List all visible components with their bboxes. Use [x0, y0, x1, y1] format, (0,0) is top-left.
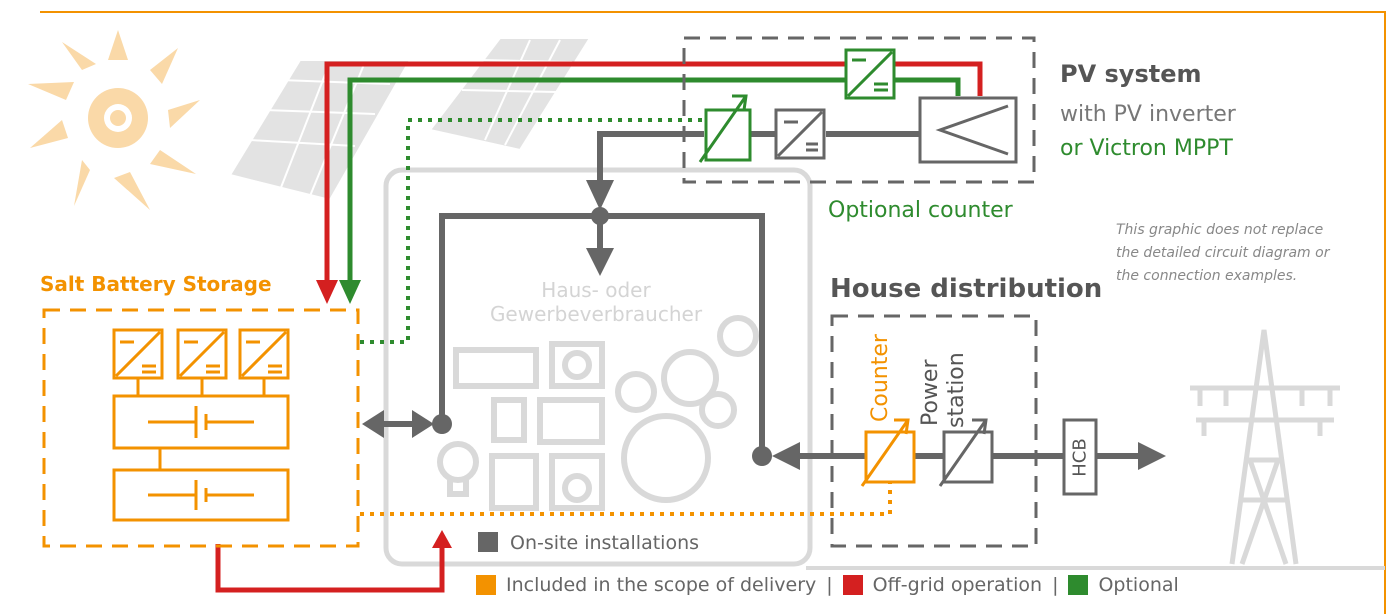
legend-separator: | — [1052, 574, 1059, 596]
legend-swatch-delivery — [476, 575, 496, 595]
sun-icon — [28, 30, 200, 210]
offgrid-line — [324, 61, 983, 296]
gear-icon — [621, 413, 711, 503]
legend-label-offgrid: Off-grid operation — [872, 574, 1043, 596]
legend-separator: | — [826, 574, 833, 596]
house-distribution-title: House distribution — [830, 274, 1103, 304]
disclaimer-line-2: the detailed circuit diagram or — [1116, 245, 1330, 261]
counter-icon — [864, 430, 916, 484]
station-label: station — [944, 352, 969, 428]
hcb-label: HCB — [1069, 437, 1091, 477]
optional-dotted-line — [360, 118, 704, 344]
optional-counter-label: Optional counter — [828, 198, 1013, 223]
lightbulb-icon — [437, 441, 479, 483]
legend-swatch-offgrid — [842, 575, 863, 595]
pv-system-subtitle: with PV inverter — [1060, 102, 1236, 127]
fridge-icon — [491, 397, 527, 443]
counter-dotted-line — [360, 482, 892, 516]
power-label: Power — [918, 359, 943, 426]
outer-frame — [40, 11, 1386, 614]
onsite-label: On-site installations — [510, 532, 700, 554]
pv-system-box — [682, 36, 1036, 184]
legend: Included in the scope of delivery | Off-… — [476, 574, 1179, 596]
pv-system-title: PV system — [1060, 60, 1202, 88]
house-distribution-box — [830, 314, 1038, 548]
hcb-box — [1062, 418, 1098, 496]
legend-swatch-optional — [1068, 575, 1089, 595]
optional-counter-icon — [704, 108, 752, 162]
washer-icon — [549, 341, 605, 389]
legend-label-optional: Optional — [1098, 574, 1179, 596]
hcb-label-box: HCB — [1064, 420, 1096, 494]
microwave-icon — [537, 397, 605, 445]
power-pylon-icon — [1190, 329, 1340, 565]
counter-label: Counter — [868, 334, 893, 422]
disclaimer-line-3: the connection examples. — [1116, 268, 1298, 284]
battery-icon — [112, 328, 290, 522]
pv-system-mppt: or Victron MPPT — [1060, 136, 1233, 161]
consumer-label-2: Gewerbeverbraucher — [489, 302, 703, 326]
offgrid-return-line — [215, 544, 445, 593]
salt-battery-title: Salt Battery Storage — [40, 272, 272, 296]
tv-icon — [453, 347, 539, 389]
pv-ac-line — [597, 131, 920, 196]
legend-label-delivery: Included in the scope of delivery — [506, 574, 817, 596]
dryer-icon — [549, 453, 605, 511]
optional-line — [347, 77, 961, 296]
disclaimer-line-1: This graphic does not replace — [1116, 222, 1324, 238]
salt-battery-box — [42, 308, 360, 548]
onsite-swatch — [478, 532, 498, 552]
power-station-icon — [942, 430, 994, 484]
oven-icon — [489, 453, 539, 511]
consumer-label-1: Haus- oder — [541, 278, 651, 302]
